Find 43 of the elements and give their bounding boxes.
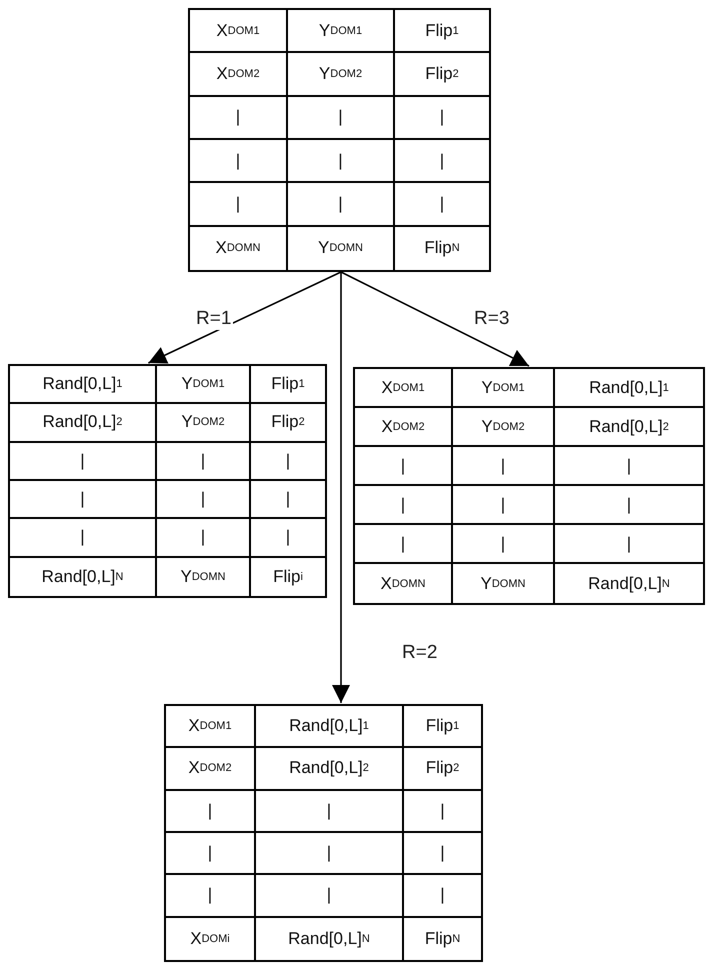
table-cell: | (395, 96, 489, 140)
table-cell: | (288, 183, 395, 227)
table-cell: | (256, 790, 404, 833)
arrow (340, 271, 530, 367)
table-cell: | (555, 447, 703, 486)
table-cell: | (157, 480, 251, 520)
table-cell: | (395, 140, 489, 184)
data-table (188, 8, 491, 272)
table-cell: | (166, 790, 256, 833)
table-cell: | (256, 875, 404, 918)
table-cell: | (395, 183, 489, 227)
table-cell: | (157, 442, 251, 481)
table-cell: | (355, 525, 453, 564)
table-cell: | (453, 447, 555, 486)
table-cell: | (555, 486, 703, 525)
table-cell: | (404, 832, 481, 876)
table-cell: | (10, 519, 157, 558)
table-cell: | (157, 519, 251, 558)
arrow (148, 271, 342, 364)
table-cell: | (404, 790, 481, 833)
table-cell: | (288, 96, 395, 140)
table-cell: | (10, 442, 157, 481)
table-cell: | (404, 875, 481, 918)
table-cell: | (251, 442, 325, 481)
table-cell: | (251, 480, 325, 520)
table-cell: | (251, 519, 325, 558)
table-cell: | (190, 96, 288, 140)
data-table (164, 704, 483, 962)
table-cell: | (555, 525, 703, 564)
table-cell: | (190, 183, 288, 227)
data-table (353, 367, 705, 605)
table-cell: | (355, 486, 453, 525)
table-cell: | (288, 140, 395, 184)
table-cell: | (166, 875, 256, 918)
table-cell: | (355, 447, 453, 486)
table-cell: | (166, 832, 256, 876)
table-cell: | (453, 486, 555, 525)
arrow (332, 272, 350, 703)
table-cell: | (256, 832, 404, 876)
data-table (8, 364, 327, 598)
table-cell: | (453, 525, 555, 564)
table-cell: | (10, 480, 157, 520)
table-cell: | (190, 140, 288, 184)
